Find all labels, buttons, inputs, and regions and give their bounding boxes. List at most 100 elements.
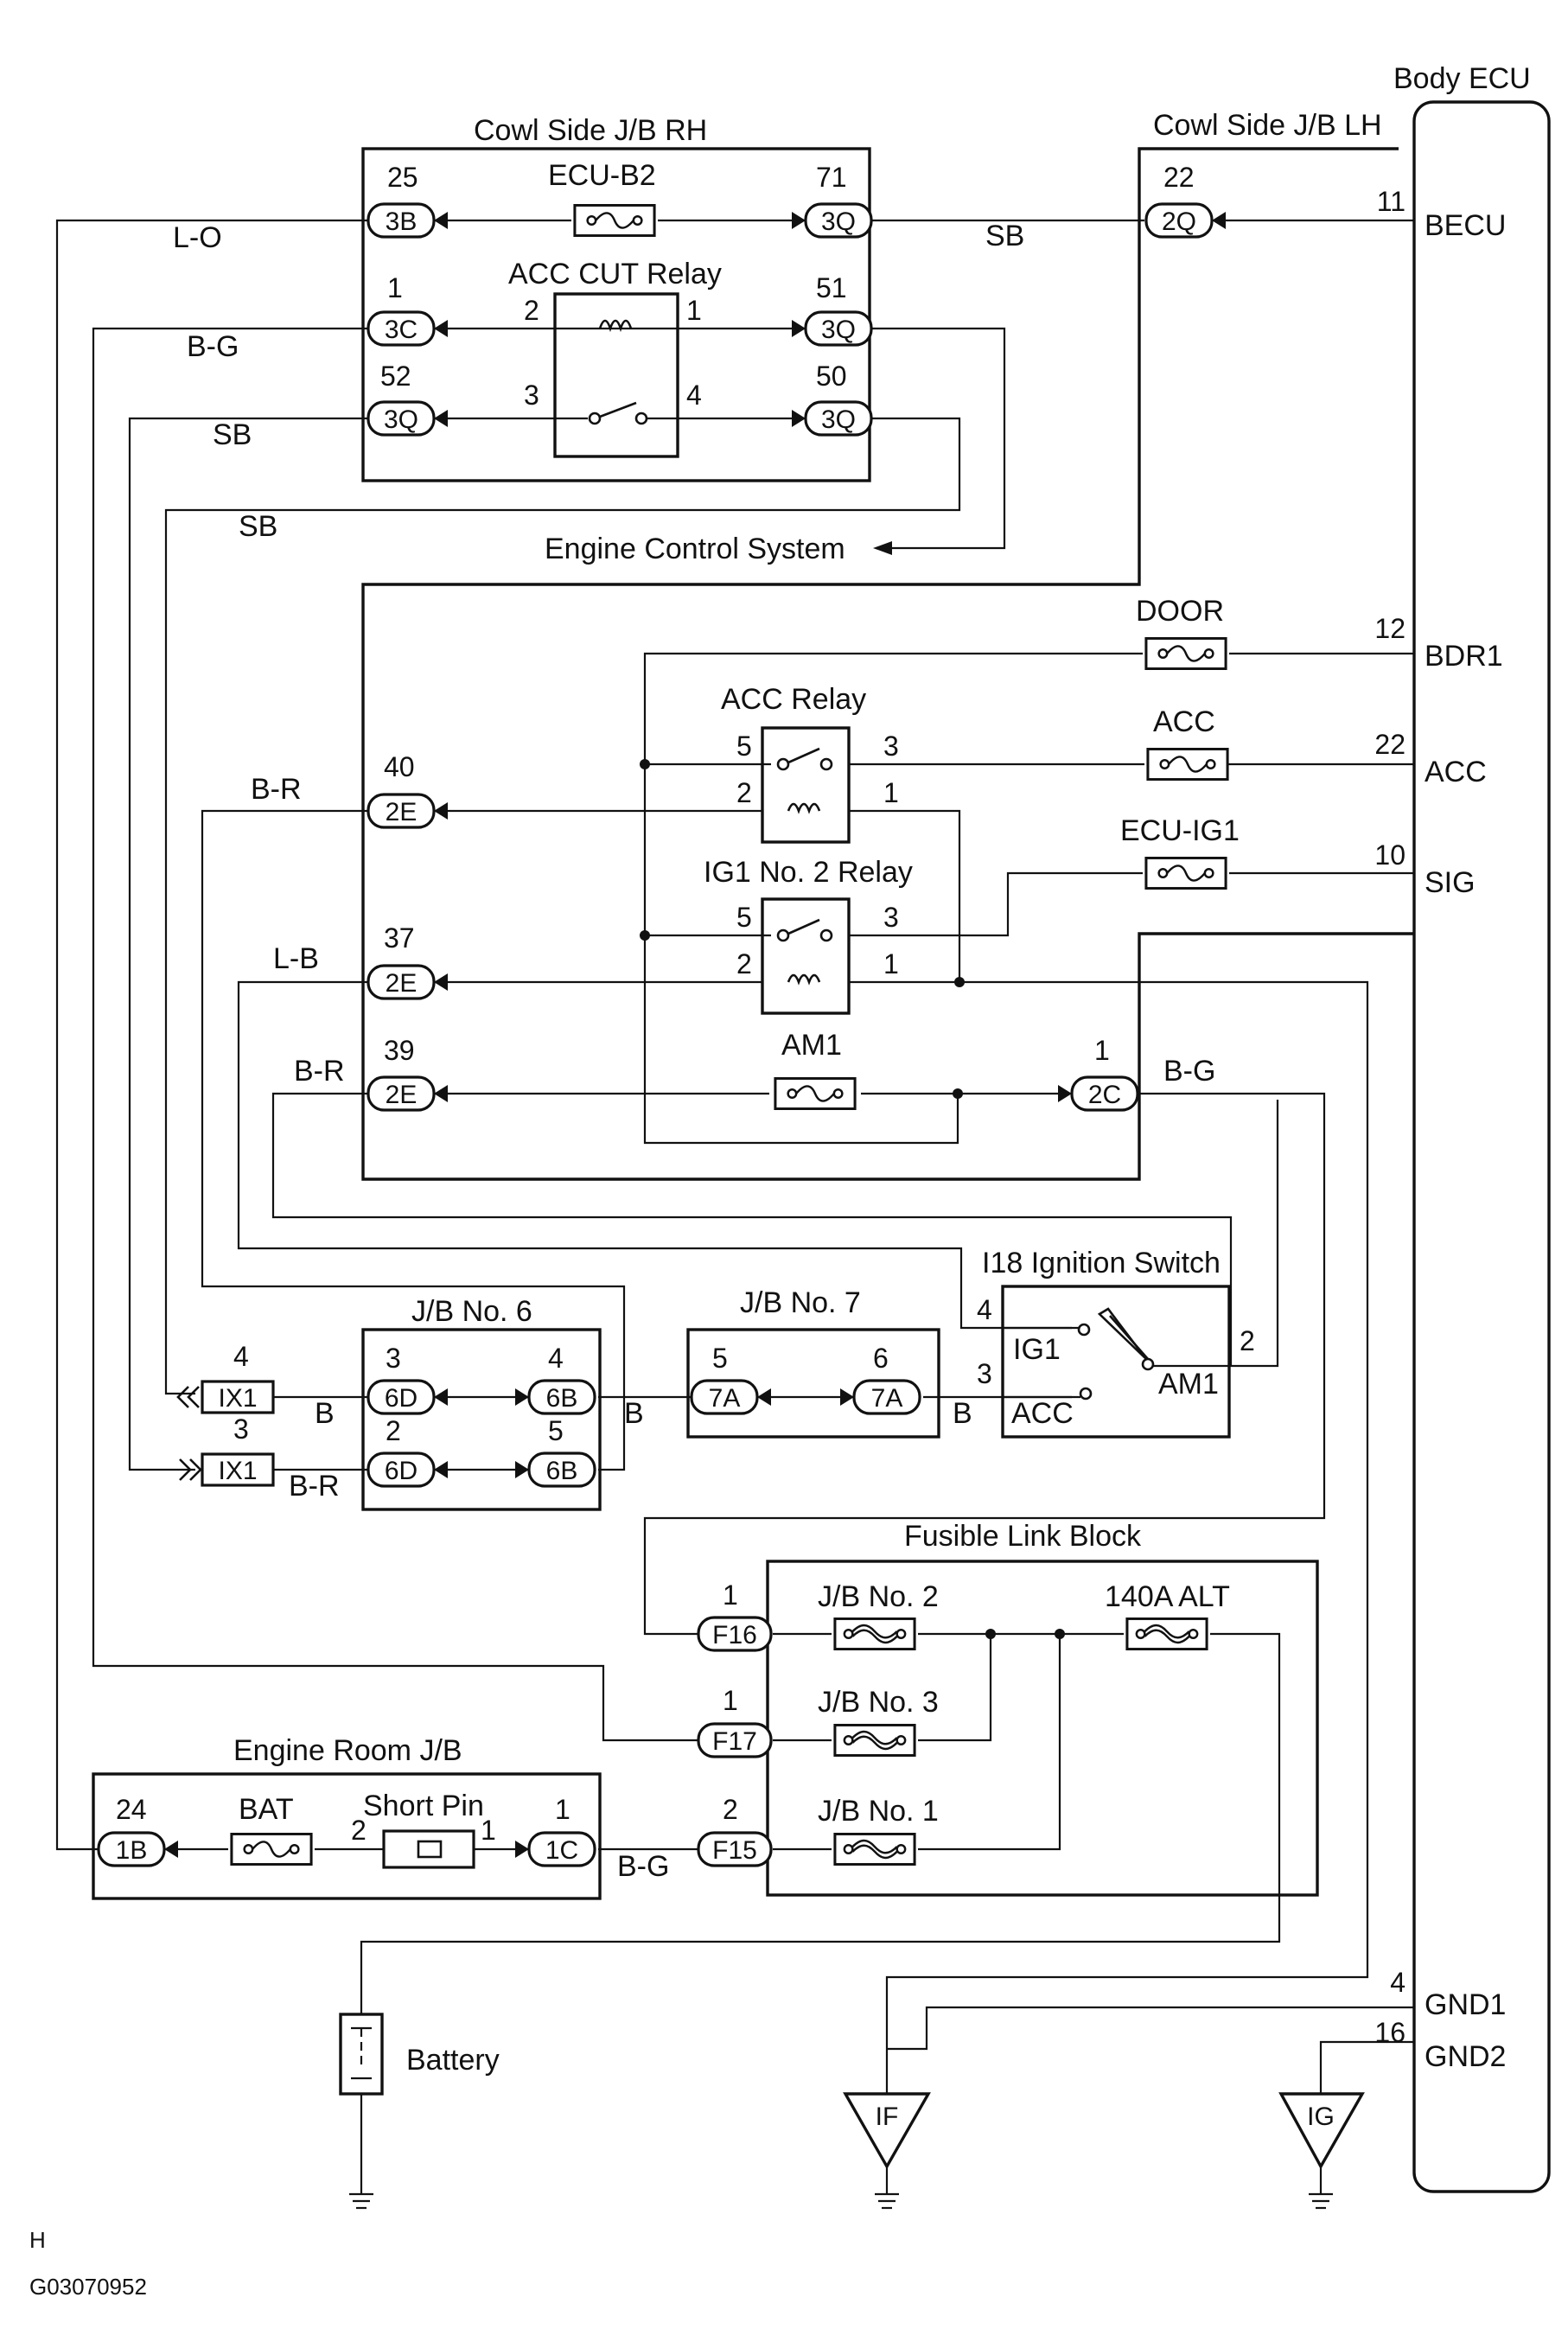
svg-text:1: 1: [481, 1815, 496, 1846]
svg-text:2: 2: [736, 948, 752, 979]
jb7-title: J/B No. 7: [740, 1286, 861, 1319]
svg-text:3Q: 3Q: [821, 207, 856, 236]
engine-room-title: Engine Room J/B: [233, 1734, 462, 1767]
svg-text:B: B: [953, 1397, 972, 1430]
connector-2q: 22 2Q: [1144, 162, 1226, 239]
svg-text:4: 4: [1390, 1967, 1405, 1998]
connector-2e-37: 37 2E: [367, 922, 448, 1000]
battery-symbol: Battery: [339, 2013, 500, 2096]
fuse-bat-label: BAT: [239, 1793, 294, 1826]
svg-text:BECU: BECU: [1425, 209, 1506, 242]
svg-text:GND2: GND2: [1425, 2040, 1506, 2073]
svg-text:3: 3: [883, 731, 899, 762]
svg-text:4: 4: [977, 1294, 992, 1325]
svg-text:IX1: IX1: [218, 1384, 257, 1413]
svg-text:2C: 2C: [1088, 1081, 1121, 1109]
cowl-rh-title: Cowl Side J/B RH: [474, 114, 707, 147]
svg-text:3: 3: [233, 1413, 249, 1445]
svg-text:SIG: SIG: [1425, 866, 1476, 899]
svg-text:F17: F17: [712, 1727, 757, 1756]
fuse-ecu-ig1: [1144, 857, 1227, 890]
svg-text:6D: 6D: [385, 1457, 417, 1485]
connector-7a-5: 5 7A: [690, 1343, 771, 1415]
jb6-box: [361, 1328, 602, 1511]
link-jb1: [833, 1833, 916, 1866]
svg-text:12: 12: [1374, 613, 1405, 644]
svg-text:L-O: L-O: [173, 221, 222, 254]
engine-control-label: Engine Control System: [545, 533, 845, 565]
connector-2e-40: 40 2E: [367, 751, 448, 829]
svg-text:ACC Relay: ACC Relay: [721, 683, 866, 716]
connector-3c: 1 3C: [367, 272, 448, 347]
cowl-lh-outline: [361, 147, 1414, 1181]
link-jb3: [833, 1724, 916, 1757]
svg-text:3Q: 3Q: [821, 316, 856, 344]
connector-7a-6: 6 7A: [840, 1343, 921, 1415]
fuse-acc-label: ACC: [1153, 705, 1215, 738]
svg-text:1: 1: [1094, 1035, 1110, 1066]
link-alt-label: 140A ALT: [1105, 1580, 1230, 1613]
svg-text:2E: 2E: [386, 798, 417, 826]
svg-text:B-G: B-G: [1163, 1055, 1215, 1088]
svg-text:3Q: 3Q: [821, 405, 856, 434]
connector-3b: 25 3B: [367, 162, 448, 239]
acc-cut-relay: ACC CUT Relay 2 1 3 4: [508, 258, 722, 458]
svg-text:2E: 2E: [386, 1081, 417, 1109]
svg-text:SB: SB: [985, 220, 1024, 252]
fuse-am1: [774, 1077, 857, 1110]
svg-text:5: 5: [712, 1343, 728, 1374]
connector-1b: 24 1B: [97, 1794, 178, 1867]
connector-6d-3: 3 6D: [367, 1343, 448, 1415]
svg-text:1: 1: [686, 295, 702, 326]
fusible-link-title: Fusible Link Block: [904, 1520, 1142, 1553]
svg-text:16: 16: [1374, 2017, 1405, 2048]
svg-text:22: 22: [1163, 162, 1195, 193]
svg-text:IG1: IG1: [1013, 1333, 1061, 1366]
svg-text:BDR1: BDR1: [1425, 640, 1503, 673]
connector-ix1-4: 4 IX1: [176, 1341, 275, 1414]
svg-text:11: 11: [1377, 186, 1405, 217]
jb7-box: [686, 1328, 940, 1439]
cowl-rh-box: [361, 147, 871, 482]
svg-text:3C: 3C: [385, 316, 417, 344]
svg-text:5: 5: [736, 902, 752, 933]
svg-text:22: 22: [1374, 729, 1405, 760]
svg-text:10: 10: [1374, 839, 1405, 871]
connector-6b-4: 4 6B: [515, 1343, 596, 1415]
svg-text:B-R: B-R: [289, 1470, 340, 1503]
fuse-acc: [1146, 748, 1229, 781]
svg-text:GND1: GND1: [1425, 1988, 1506, 2021]
ignition-switch-title: I18 Ignition Switch: [982, 1247, 1221, 1279]
svg-text:1B: 1B: [116, 1836, 148, 1865]
engine-room-box: [92, 1772, 602, 1900]
svg-text:2: 2: [386, 1415, 401, 1446]
svg-text:2: 2: [736, 777, 752, 808]
fuse-door: [1144, 637, 1227, 670]
svg-text:2E: 2E: [386, 969, 417, 998]
link-jb2-label: J/B No. 2: [818, 1580, 939, 1613]
svg-text:B-G: B-G: [187, 330, 239, 363]
svg-text:Short Pin: Short Pin: [363, 1790, 484, 1822]
connector-6d-2: 2 6D: [367, 1415, 448, 1488]
connector-3q-51: 51 3Q: [792, 272, 873, 347]
svg-text:1: 1: [387, 272, 403, 303]
svg-text:IG1 No. 2 Relay: IG1 No. 2 Relay: [704, 856, 913, 889]
connector-3q-50: 50 3Q: [792, 361, 873, 437]
svg-text:SB: SB: [239, 510, 277, 543]
svg-text:IG: IG: [1307, 2102, 1335, 2131]
svg-text:1: 1: [883, 948, 899, 979]
ecu-terminal-sig: 10 SIG: [1374, 839, 1475, 899]
svg-text:B-R: B-R: [251, 773, 302, 806]
svg-text:71: 71: [816, 162, 847, 193]
connector-3q-71: 71 3Q: [792, 162, 873, 239]
svg-text:3: 3: [883, 902, 899, 933]
svg-text:B-R: B-R: [294, 1055, 345, 1088]
jb6-title: J/B No. 6: [411, 1295, 532, 1328]
svg-text:1: 1: [723, 1579, 738, 1611]
svg-text:F16: F16: [712, 1621, 757, 1649]
svg-text:Battery: Battery: [406, 2044, 500, 2077]
svg-text:ACC CUT Relay: ACC CUT Relay: [508, 258, 722, 290]
link-jb2: [833, 1618, 916, 1650]
svg-text:52: 52: [380, 361, 411, 392]
